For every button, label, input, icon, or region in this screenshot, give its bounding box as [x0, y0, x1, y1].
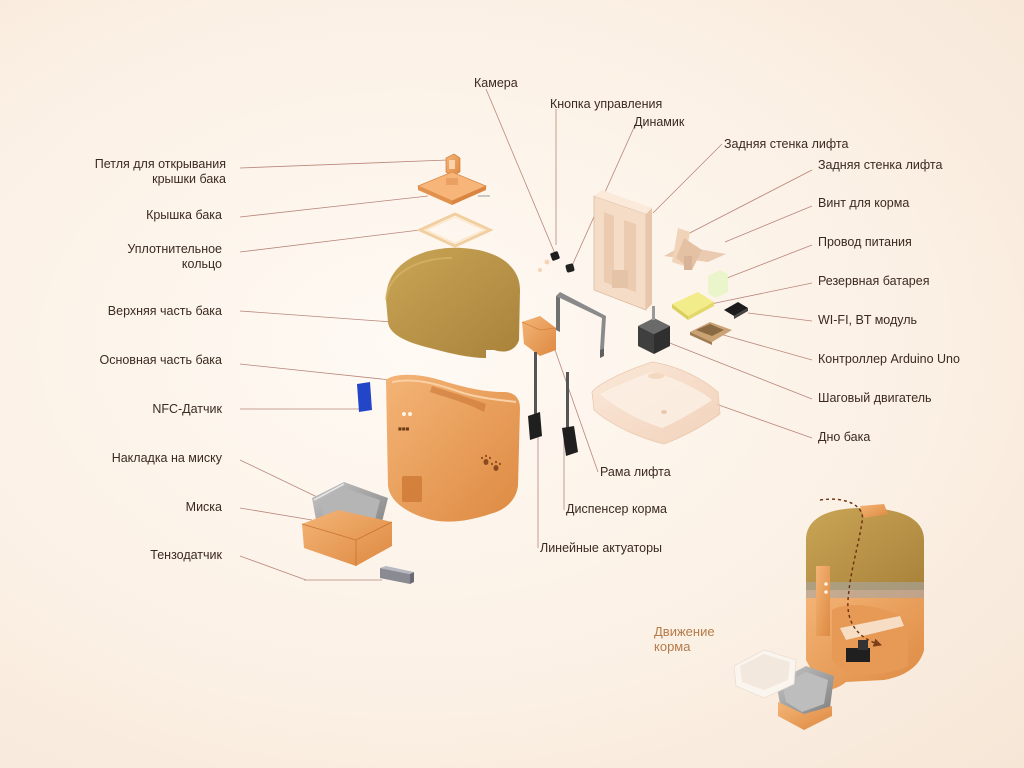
- lift-frame-part: [556, 292, 606, 358]
- label-lift-back-wall-1: Задняя стенка лифта: [724, 137, 849, 151]
- label-bowl-cover: Накладка на миску: [111, 451, 222, 465]
- label-load-cell: Тензодатчик: [150, 548, 222, 562]
- label-tank-bottom: Дно бака: [818, 430, 871, 444]
- label-camera: Камера: [474, 76, 518, 90]
- wifi-bt-module-part: [724, 302, 748, 319]
- label-feed-screw: Винт для корма: [818, 196, 910, 210]
- power-wire-part: [708, 270, 728, 298]
- label-actuators: Линейные актуаторы: [540, 541, 663, 555]
- label-lid-loop: Петля для открывания крышки бака: [94, 157, 226, 186]
- nfc-sensor-part: [357, 382, 372, 412]
- label-power-wire: Провод питания: [818, 235, 912, 249]
- label-tank-top: Верхняя часть бака: [107, 304, 222, 318]
- seal-ring-part: [416, 212, 494, 248]
- assembled-cutaway-part: [733, 498, 924, 730]
- label-lift-back-wall-2: Задняя стенка лифта: [818, 158, 943, 172]
- label-seal: Уплотнительное кольцо: [127, 242, 222, 271]
- label-dispenser: Диспенсер корма: [566, 502, 668, 516]
- tank-main-part: ■■■: [386, 374, 520, 522]
- bowl-part: [301, 510, 393, 566]
- linear-actuator-part: [528, 352, 578, 456]
- label-backup-battery: Резервная батарея: [818, 274, 930, 288]
- feed-dispenser-part: [521, 316, 557, 356]
- backup-battery-part: [672, 292, 714, 320]
- load-cell-part: [380, 566, 414, 584]
- label-control-button: Кнопка управления: [550, 97, 663, 111]
- lid-loop-part: [445, 153, 461, 177]
- label-lift-frame: Рама лифта: [600, 465, 671, 479]
- label-tank-main: Основная часть бака: [99, 353, 222, 367]
- label-lid: Крышка бака: [146, 208, 222, 222]
- label-wifi-bt: WI-FI, BT модуль: [818, 313, 918, 327]
- label-speaker: Динамик: [634, 115, 685, 129]
- lid-part: [416, 171, 490, 205]
- feed-screw-part: [664, 228, 726, 270]
- tank-bottom-part: [591, 361, 721, 445]
- arduino-controller-part: [690, 322, 732, 345]
- label-arduino: Контроллер Arduino Uno: [818, 352, 960, 366]
- stepper-motor-part: [638, 306, 670, 354]
- label-stepper: Шаговый двигатель: [818, 391, 932, 405]
- label-bowl: Миска: [185, 500, 222, 514]
- lift-back-wall-part: [593, 190, 652, 311]
- label-feed-flow: Движение корма: [654, 624, 715, 654]
- camera-part: [550, 251, 560, 261]
- tank-top-part: [385, 247, 520, 358]
- control-button-part: [538, 259, 550, 272]
- speaker-part: [565, 263, 575, 273]
- label-nfc: NFC-Датчик: [152, 402, 222, 416]
- svg-text:■■■: ■■■: [398, 426, 410, 431]
